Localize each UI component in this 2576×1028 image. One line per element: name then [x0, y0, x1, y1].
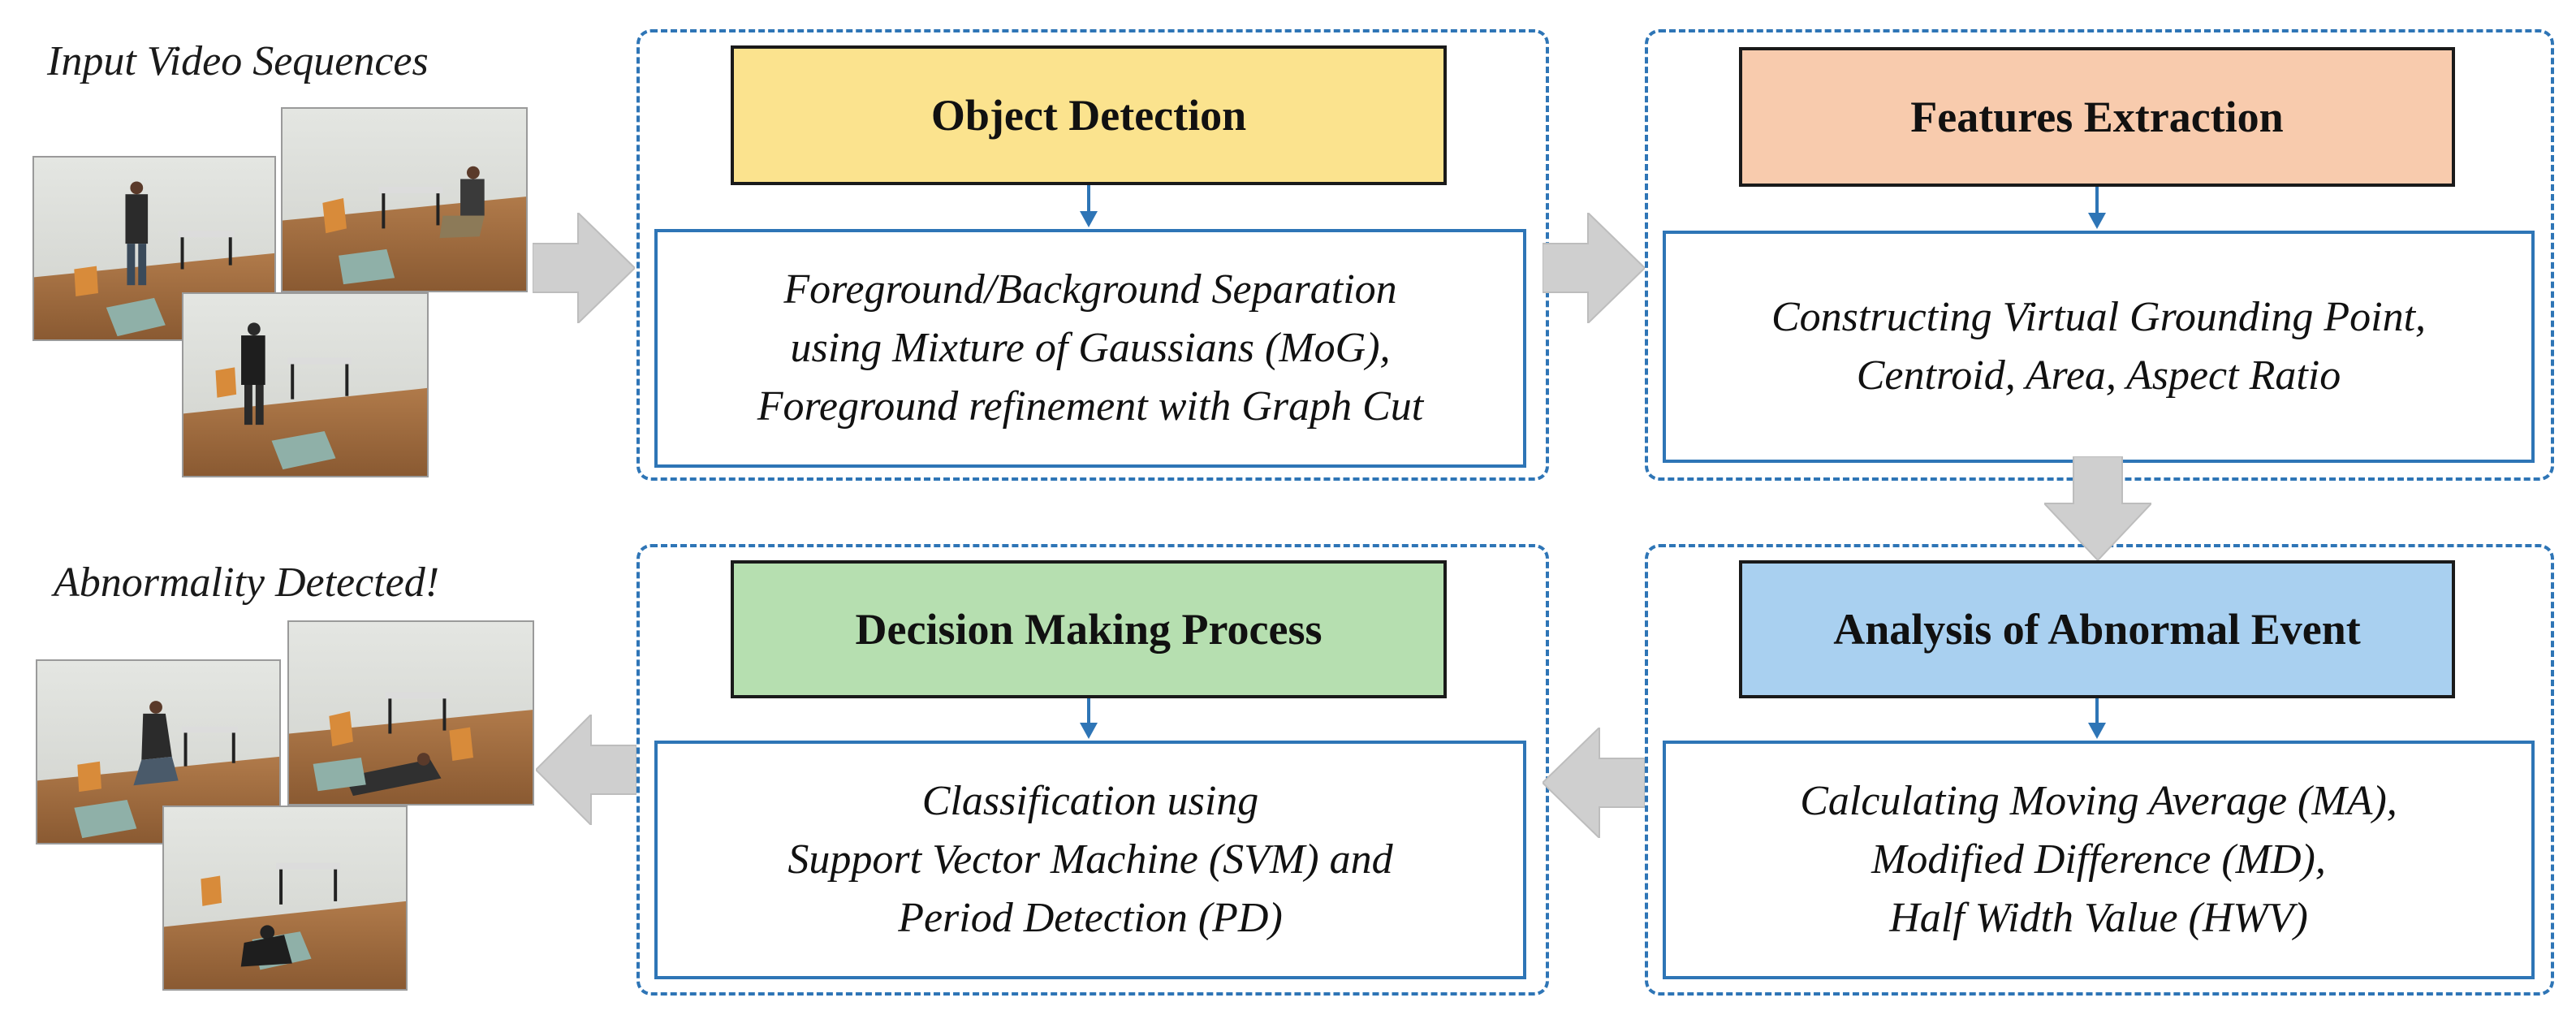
connector-head-object-detection — [1080, 211, 1098, 227]
object-detection-detail: Foreground/Background Separation using M… — [654, 229, 1526, 468]
object-detection-line-2: using Mixture of Gaussians (MoG), — [790, 325, 1391, 372]
decision-making-line-1: Classification using — [921, 778, 1259, 825]
flow-arrow-detection-to-features — [1543, 213, 1645, 323]
decision-making-group — [636, 544, 1549, 996]
analysis-header: Analysis of Abnormal Event — [1739, 560, 2455, 698]
input-caption: Input Video Sequences — [47, 38, 429, 84]
connector-head-analysis — [2088, 723, 2106, 739]
output-frame-2 — [287, 620, 534, 806]
connector-features-extraction — [2095, 187, 2099, 216]
connector-head-features-extraction — [2088, 213, 2106, 229]
analysis-detail: Calculating Moving Average (MA), Modifie… — [1663, 741, 2535, 979]
object-detection-header: Object Detection — [731, 45, 1447, 185]
decision-making-detail: Classification using Support Vector Mach… — [654, 741, 1526, 979]
connector-object-detection — [1087, 185, 1090, 214]
flow-arrow-features-to-analysis — [2044, 456, 2151, 560]
analysis-line-3: Half Width Value (HWV) — [1889, 894, 2308, 941]
flow-arrow-decision-to-output — [536, 715, 636, 825]
analysis-line-1: Calculating Moving Average (MA), — [1800, 778, 2397, 825]
features-extraction-line-2: Centroid, Area, Aspect Ratio — [1856, 352, 2341, 399]
output-caption: Abnormality Detected! — [54, 559, 440, 606]
decision-making-header: Decision Making Process — [731, 560, 1447, 698]
input-frame-3 — [182, 292, 429, 477]
decision-making-line-3: Period Detection (PD) — [898, 894, 1283, 941]
connector-decision-making — [1087, 698, 1090, 726]
decision-making-line-2: Support Vector Machine (SVM) and — [787, 836, 1393, 883]
output-frame-3 — [162, 806, 408, 991]
features-extraction-header: Features Extraction — [1739, 47, 2455, 187]
input-frame-2 — [281, 107, 528, 292]
object-detection-line-1: Foreground/Background Separation — [783, 266, 1397, 313]
object-detection-line-3: Foreground refinement with Graph Cut — [757, 382, 1424, 430]
flow-arrow-input-to-detection — [533, 213, 635, 323]
connector-analysis — [2095, 698, 2099, 726]
flow-arrow-analysis-to-decision — [1543, 728, 1645, 838]
features-extraction-detail: Constructing Virtual Grounding Point, Ce… — [1663, 231, 2535, 463]
features-extraction-line-1: Constructing Virtual Grounding Point, — [1771, 294, 2427, 341]
analysis-line-2: Modified Difference (MD), — [1871, 836, 2326, 883]
connector-head-decision-making — [1080, 723, 1098, 739]
